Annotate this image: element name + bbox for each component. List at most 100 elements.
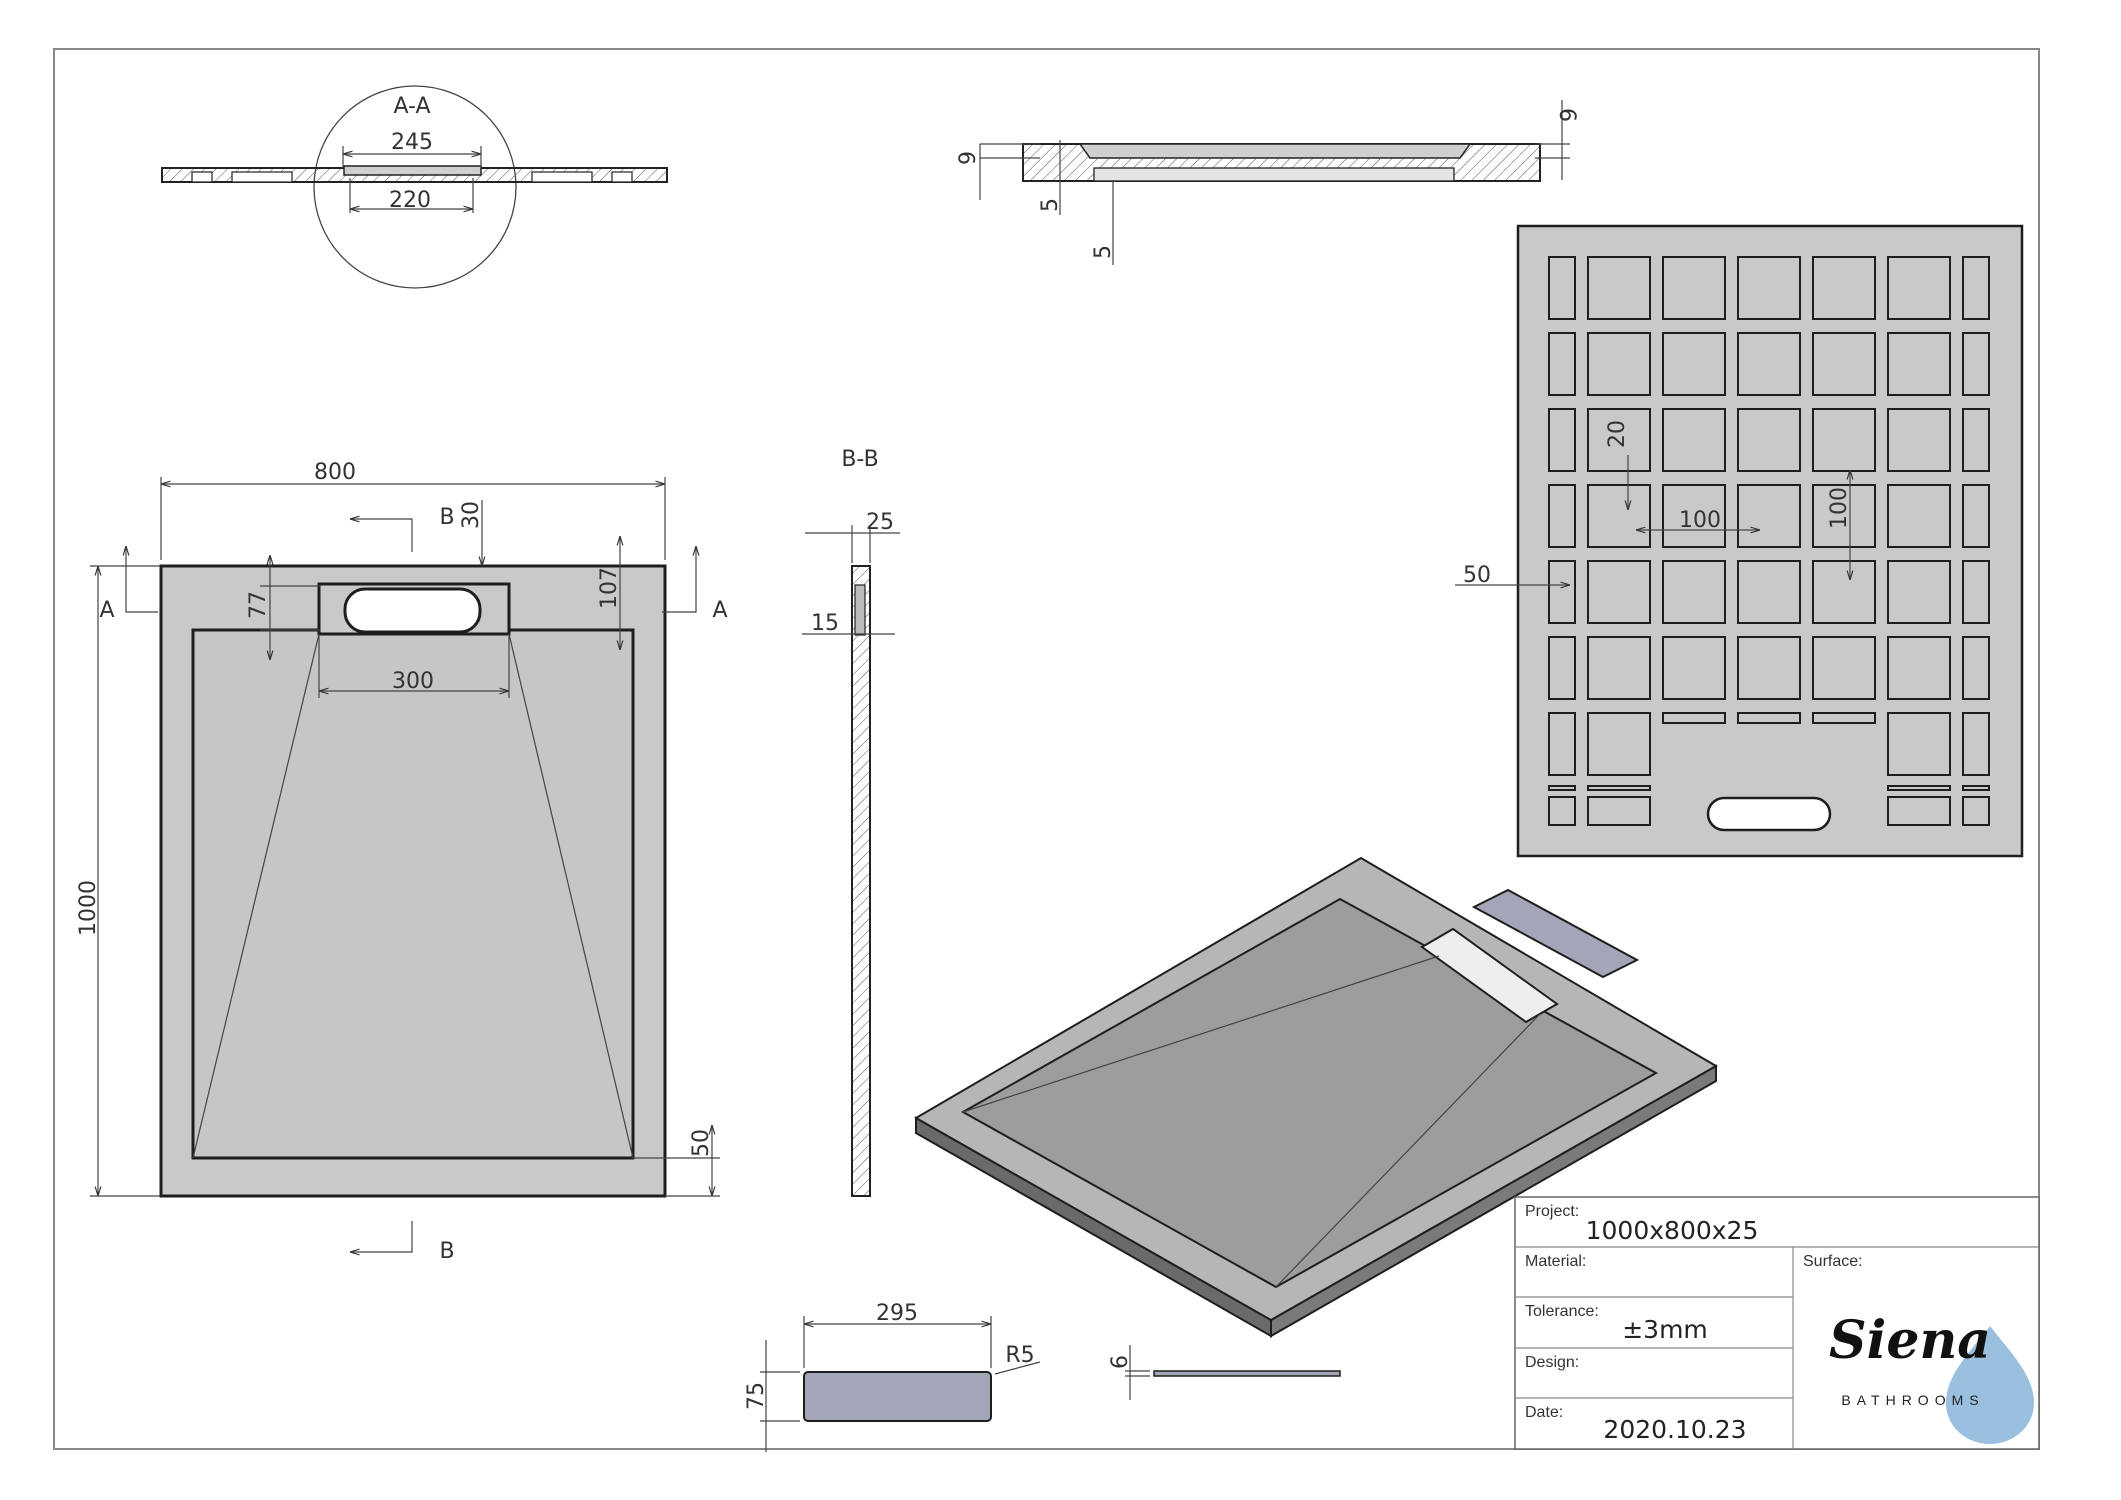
grid-cell <box>1812 560 1876 624</box>
grid-cell <box>1587 796 1651 826</box>
dim-245: 245 <box>391 130 433 155</box>
grid-cell <box>1962 796 1990 826</box>
drain-recess <box>343 165 482 176</box>
grid-cell <box>1887 712 1951 776</box>
grid-cell <box>1737 560 1801 624</box>
grid-cell <box>1962 484 1990 548</box>
project-value: 1000x800x25 <box>1586 1216 1759 1245</box>
title-block: Project: 1000x800x25 Material: Surface: … <box>1514 1196 2040 1450</box>
grid-cell <box>1587 560 1651 624</box>
cover-plate-view: 295 75 R5 6 <box>744 1301 1341 1452</box>
dim-300: 300 <box>392 669 434 694</box>
underside-handle <box>1706 796 1832 832</box>
bb-drain <box>854 584 866 636</box>
dim-295: 295 <box>876 1301 918 1326</box>
detail-circle <box>313 85 517 289</box>
section-label-a-left: A <box>99 598 114 623</box>
section-marker-b-bottom <box>350 1221 413 1252</box>
grid-cell <box>1548 256 1576 320</box>
grid-cell <box>1548 560 1576 624</box>
drain-grate <box>343 587 482 634</box>
section-aa-title: A-A <box>393 94 430 119</box>
dim-220: 220 <box>389 188 431 213</box>
cover-plate-side <box>1153 1370 1341 1377</box>
grid-cell <box>1587 332 1651 396</box>
grid-cell <box>1662 256 1726 320</box>
grid-cell <box>1548 332 1576 396</box>
grid-cell <box>1887 332 1951 396</box>
project-label: Project: <box>1525 1203 1579 1220</box>
section-marker-a-left <box>125 566 158 613</box>
dim-6: 6 <box>1554 108 1579 122</box>
material-label: Material: <box>1525 1253 1586 1270</box>
dim-77: 77 <box>246 591 271 619</box>
section-label-b-top: B <box>439 505 454 530</box>
dim-1000: 1000 <box>76 880 101 936</box>
grid-cell <box>1662 484 1726 548</box>
section-marker-b-top <box>350 519 413 552</box>
grid-cell <box>1737 332 1801 396</box>
grid-rib <box>1587 785 1651 791</box>
bb-profile <box>851 565 871 1197</box>
section-bb-title: B-B <box>841 447 878 472</box>
grid-cell <box>1548 484 1576 548</box>
grid-cell <box>1548 408 1576 472</box>
grid-cell <box>1812 408 1876 472</box>
grid-cell <box>1587 636 1651 700</box>
grid-cell <box>1887 484 1951 548</box>
grid-cell <box>1887 256 1951 320</box>
dim-100-horizontal: 100 <box>1679 508 1721 533</box>
underside-view: 20 100 100 50 <box>1455 224 2024 858</box>
grid-cell <box>1587 712 1651 776</box>
grid-rib <box>1548 785 1576 791</box>
grid-cell <box>1737 408 1801 472</box>
date-value: 2020.10.23 <box>1603 1415 1746 1444</box>
grid-cell <box>1662 636 1726 700</box>
grid-rib <box>1962 785 1990 791</box>
logo-brand: Siena <box>1829 1310 1991 1371</box>
tray-inner <box>191 628 635 1160</box>
cover-plate <box>803 1371 992 1422</box>
grid-cell <box>1812 256 1876 320</box>
grid-cell <box>1962 636 1990 700</box>
grid-cell <box>1737 636 1801 700</box>
design-label: Design: <box>1525 1354 1579 1371</box>
grid-cell <box>1962 712 1990 776</box>
dim-9: 9 <box>956 151 981 165</box>
surface-label: Surface: <box>1803 1253 1863 1270</box>
side-tray-surface <box>1078 143 1472 159</box>
dim-50-underside: 50 <box>1463 563 1491 588</box>
dim-15: 15 <box>811 611 839 636</box>
tray-top-view: 800 1000 77 30 107 300 50 A A B B <box>76 460 728 1264</box>
section-label-a-right: A <box>712 598 727 623</box>
grid-cell <box>1887 636 1951 700</box>
section-marker-a-right <box>662 566 697 613</box>
logo-subtitle: BATHROOMS <box>1841 1392 1984 1408</box>
grid-cell <box>1662 560 1726 624</box>
iso-cover-plate <box>1471 888 1640 979</box>
sheet-border <box>53 48 2040 1450</box>
grid-cell <box>1587 256 1651 320</box>
dim-25: 25 <box>866 510 894 535</box>
grid-cell <box>1962 256 1990 320</box>
dim-800: 800 <box>314 460 356 485</box>
grid-cell <box>1548 712 1576 776</box>
dim-100-vertical: 100 <box>1827 487 1852 529</box>
iso-inner-basin <box>960 897 1659 1289</box>
side-section-view: 9 5 5 6 <box>956 100 1579 265</box>
grid-rib <box>1887 785 1951 791</box>
grid-rib <box>1812 712 1876 724</box>
profile-notches <box>191 171 633 183</box>
grid-cell <box>1962 332 1990 396</box>
date-label: Date: <box>1525 1404 1563 1421</box>
grid-cell <box>1662 408 1726 472</box>
grid-cell <box>1812 636 1876 700</box>
grid-cell <box>1812 332 1876 396</box>
grid-cell <box>1962 408 1990 472</box>
dim-6-plate: 6 <box>1108 1355 1133 1369</box>
grid-cell <box>1548 636 1576 700</box>
grid-cell <box>1587 408 1651 472</box>
grid-cell <box>1737 256 1801 320</box>
grid-cell <box>1887 560 1951 624</box>
